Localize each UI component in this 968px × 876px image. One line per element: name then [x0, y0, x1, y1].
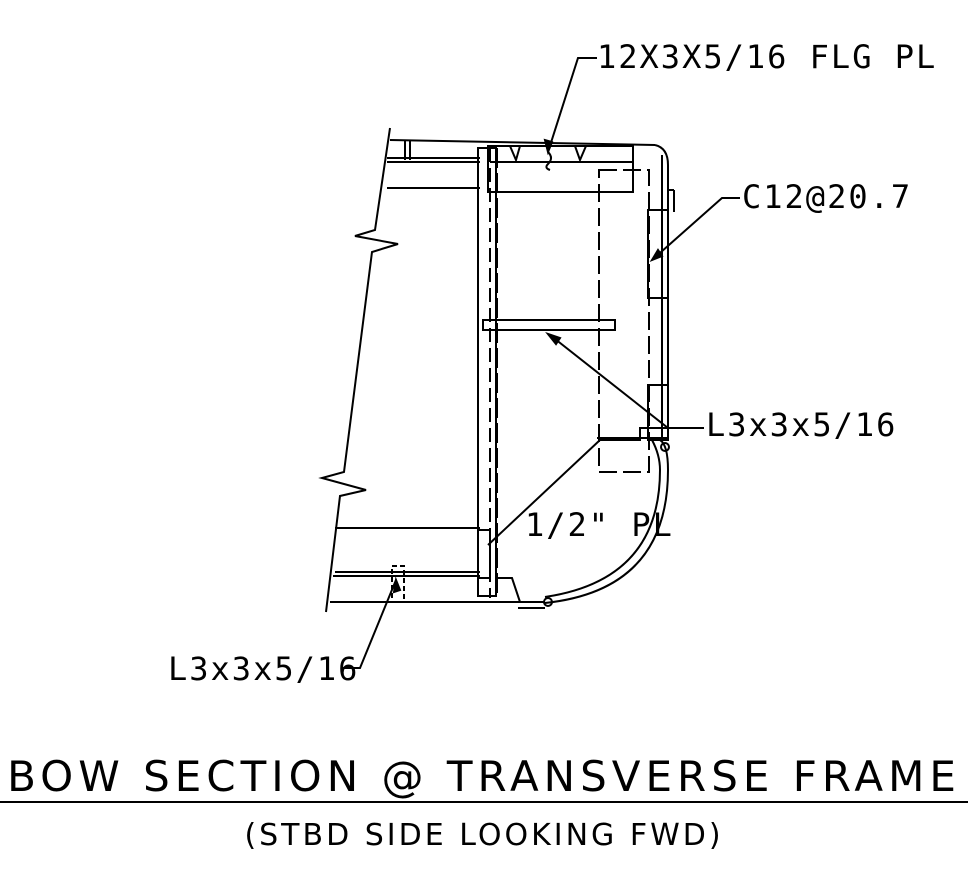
drawing-subtitle: (STBD SIDE LOOKING FWD) [244, 818, 724, 853]
right-shell [654, 144, 669, 440]
bow-curve-plate [544, 439, 670, 604]
title-underline [0, 801, 968, 803]
channel-label: C12@20.7 [742, 178, 913, 216]
flange-plate-label: 12X3X5/16 FLG PL [597, 38, 938, 76]
stiffener-bar [482, 319, 616, 331]
leader-l3-right [549, 334, 704, 429]
top-plate-line [389, 139, 656, 146]
drawing-title: BOW SECTION @ TRANSVERSE FRAME [7, 752, 961, 801]
leader-c12 [651, 197, 740, 261]
plate-label: 1/2" PL [525, 506, 674, 544]
leader-flg [547, 57, 597, 153]
angle-right-label: L3x3x5/16 [706, 406, 898, 444]
leader-l3-left [343, 579, 397, 669]
angle-left-label: L3x3x5/16 [168, 650, 360, 688]
channel-outline [598, 169, 650, 473]
frame-web [477, 147, 497, 597]
hull-break-line [318, 127, 399, 613]
